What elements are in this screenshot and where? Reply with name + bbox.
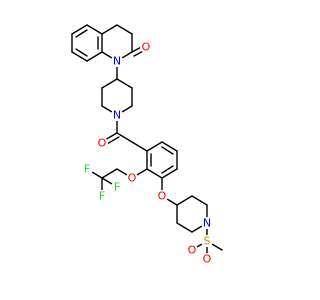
piperidine-nitrogen-label: N <box>111 109 123 122</box>
amide-oxygen-label: O <box>96 137 108 150</box>
ether-oxygen-label: O <box>126 172 138 185</box>
fluorine-1-label: F <box>81 163 93 176</box>
sulfonyl-oxygen-1-label: O <box>201 253 213 266</box>
svg-text:N: N <box>113 55 121 68</box>
svg-text:O: O <box>128 172 137 185</box>
svg-text:O: O <box>158 190 167 203</box>
sulfonyl-oxygen-2-label: O <box>186 244 198 257</box>
chemical-structure-diagram: O N N O F F F O <box>71 24 223 266</box>
quinolinone-oxygen-label: O <box>140 41 152 54</box>
bond-skeleton <box>71 24 223 260</box>
svg-text:F: F <box>84 163 90 176</box>
svg-text:O: O <box>98 137 107 150</box>
fluorine-2-label: F <box>96 190 108 203</box>
svg-text:F: F <box>114 181 120 194</box>
quinolinone-nitrogen-label: N <box>111 55 123 68</box>
svg-text:O: O <box>188 244 197 257</box>
svg-text:S: S <box>204 235 211 248</box>
sulfonyl-nitrogen-label: N <box>201 217 213 230</box>
svg-text:F: F <box>99 190 105 203</box>
svg-text:O: O <box>203 253 212 266</box>
svg-text:N: N <box>113 109 121 122</box>
svg-text:O: O <box>142 41 151 54</box>
aryl-ether-oxygen-label: O <box>156 190 168 203</box>
sulfur-label: S <box>201 235 213 248</box>
svg-text:N: N <box>203 217 211 230</box>
fluorine-3-label: F <box>111 181 123 194</box>
atom-labels: O N N O F F F O <box>81 41 213 266</box>
